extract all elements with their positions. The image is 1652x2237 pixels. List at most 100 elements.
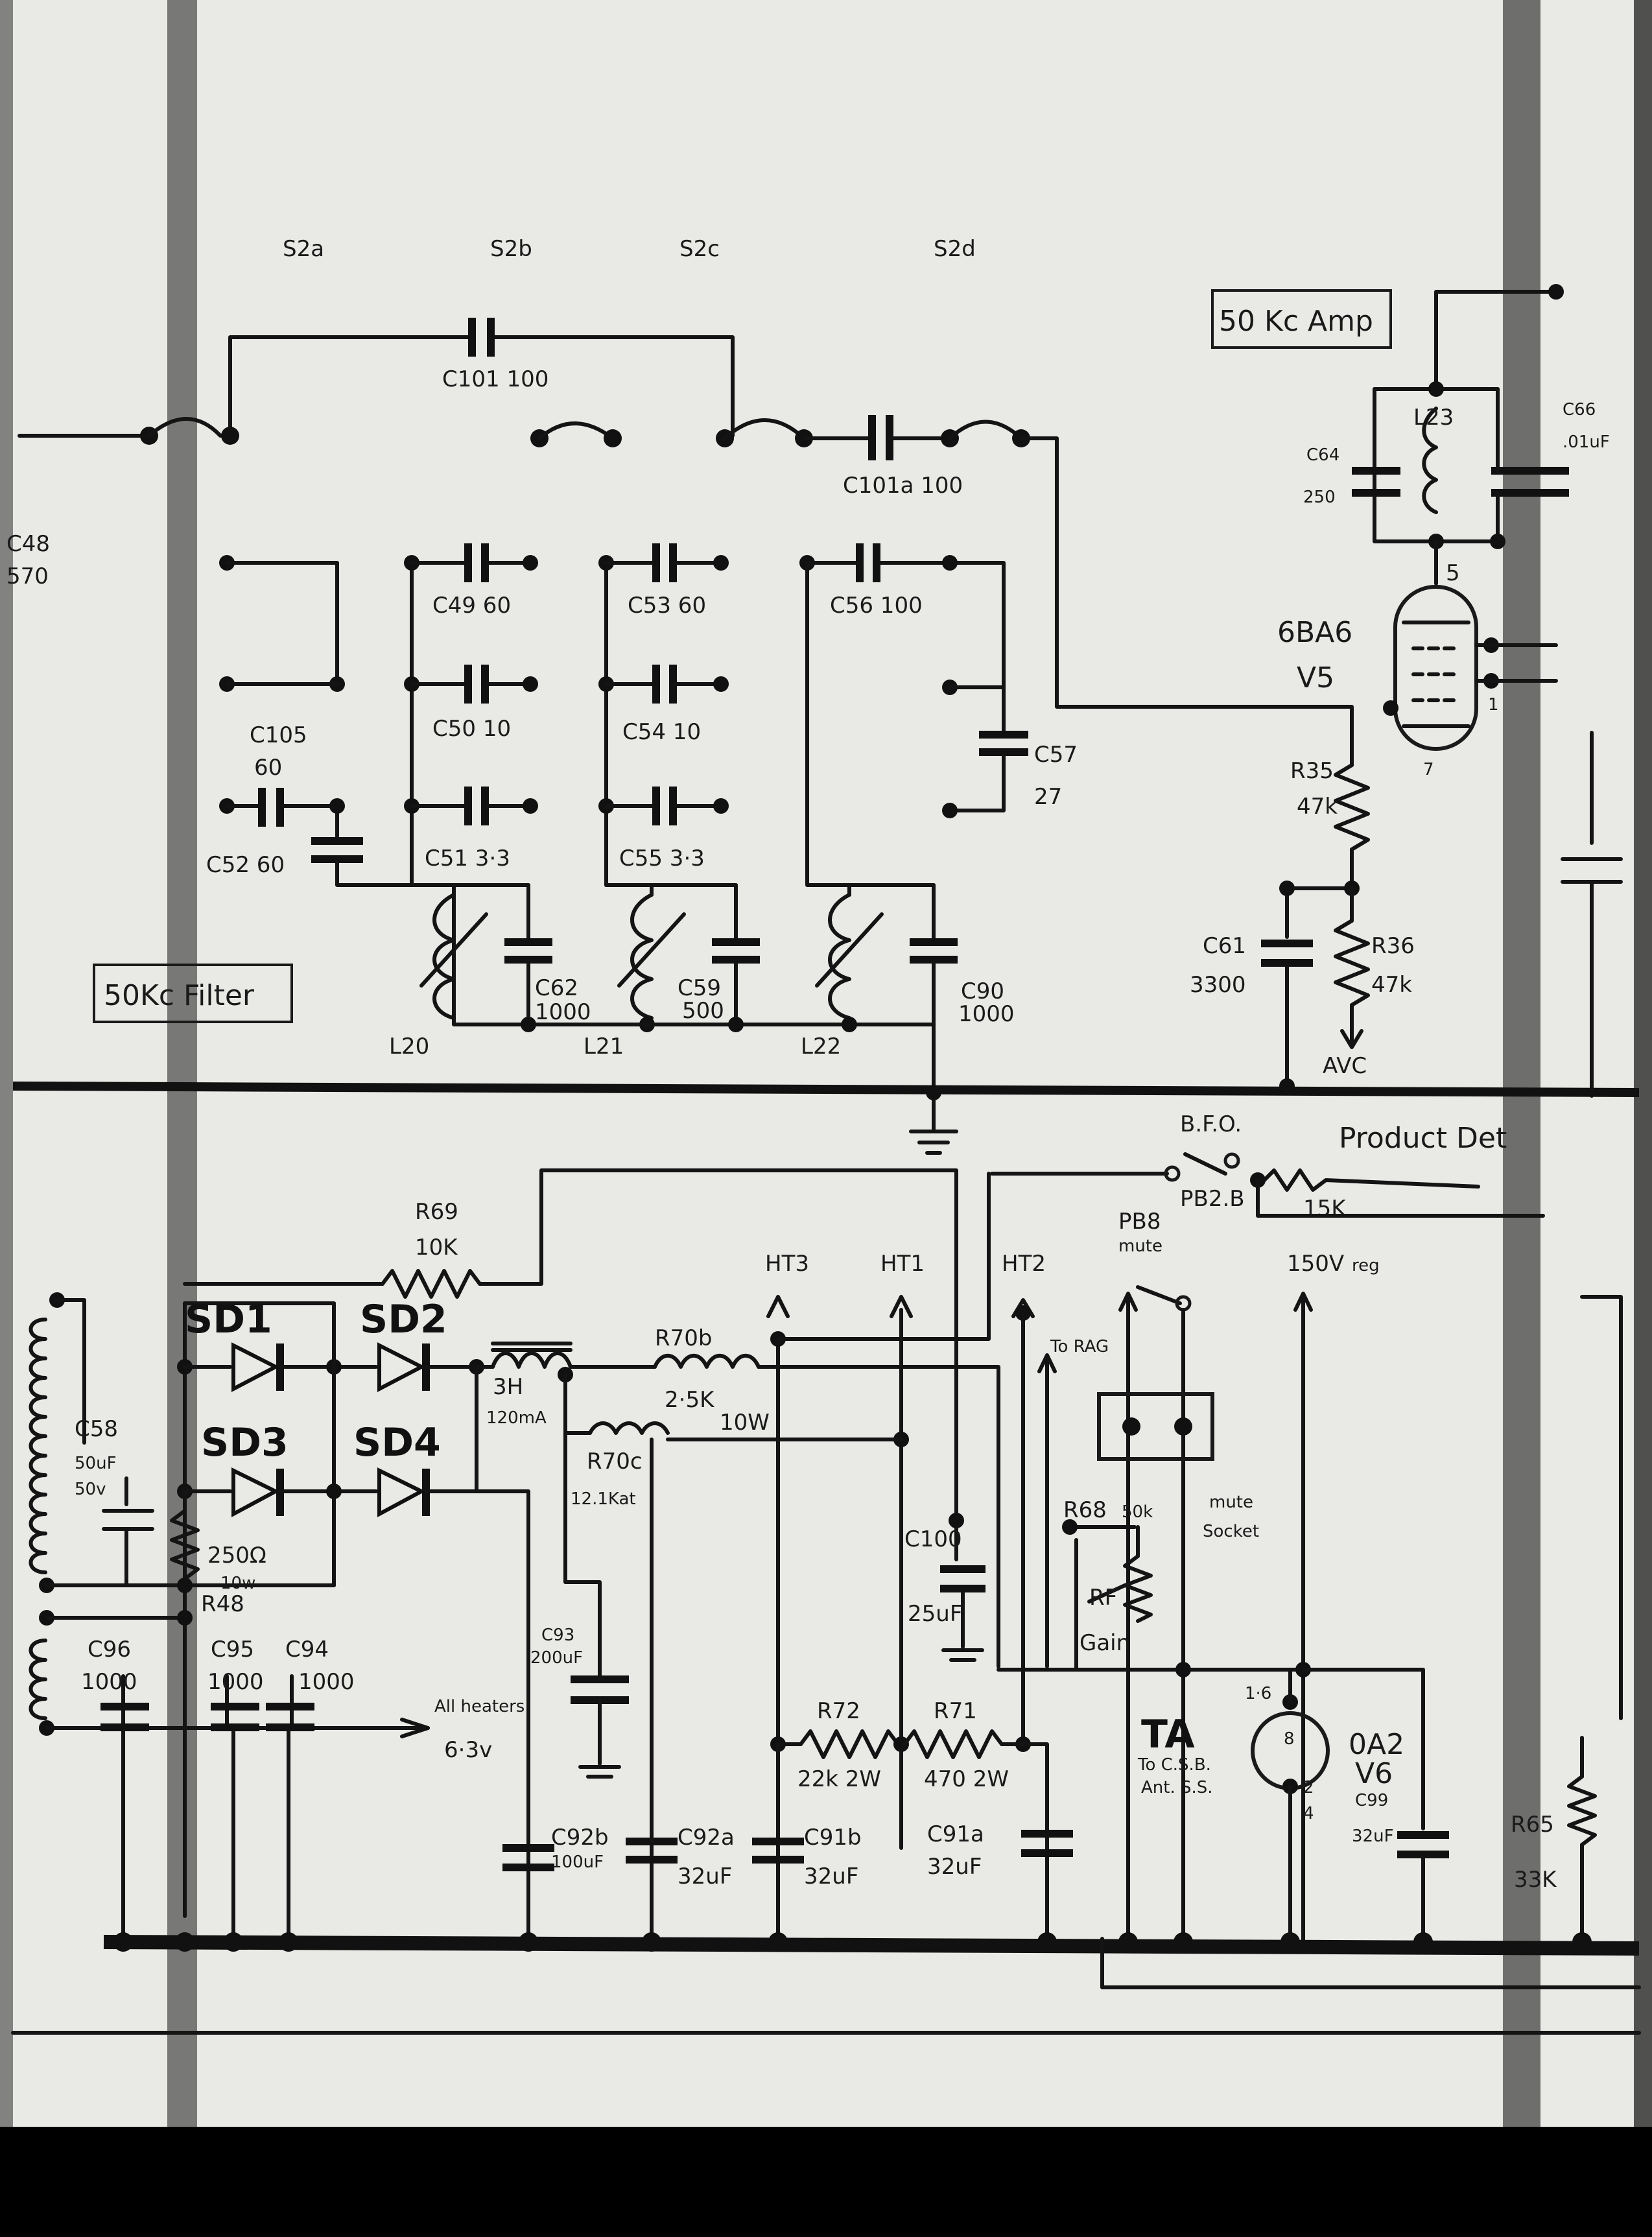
label-r72-value: 22k 2W [797, 1766, 881, 1792]
label-c95-value: 1000 [207, 1669, 264, 1695]
label-c53: C53 60 [628, 593, 706, 619]
grid-network-r35-r36-c61 [1261, 706, 1370, 1094]
scan-black-band [0, 2127, 1652, 2237]
label-c62-value: 1000 [535, 999, 591, 1025]
label-r69-value: 10K [415, 1235, 458, 1261]
resistor-r65 [1567, 1295, 1623, 1944]
schematic-sheet: S2a S2b S2c S2d C101 100 C101a 100 C48 5… [0, 0, 1652, 2127]
label-c90-value: 1000 [958, 1001, 1015, 1027]
label-c51: C51 3·3 [425, 846, 510, 871]
capacitor-c101 [228, 318, 735, 438]
label-rf-gain-2: Gain [1080, 1630, 1130, 1656]
label-c93: C93 [541, 1626, 574, 1645]
label-l21: L21 [584, 1034, 624, 1059]
label-v5-type: 6BA6 [1277, 616, 1352, 649]
wire-right-decoupling [1561, 731, 1623, 1098]
label-ta: TA [1141, 1712, 1195, 1757]
filter-bank-s2d [799, 543, 1028, 1155]
label-r35: R35 [1290, 758, 1334, 784]
bridge-rectifier [177, 1301, 530, 1918]
label-product-det: Product Det [1339, 1122, 1507, 1155]
amp-box [1211, 289, 1392, 349]
label-c62: C62 [535, 975, 578, 1001]
label-pb8: PB8 [1118, 1209, 1161, 1235]
label-v150: 150V [1287, 1251, 1344, 1277]
label-mute-socket-2: Socket [1203, 1522, 1259, 1541]
label-ta-sub-1: To C.S.B. [1137, 1755, 1211, 1775]
label-c92a-value: 32uF [678, 1864, 732, 1889]
ground-rail-top [12, 1082, 1640, 1097]
label-c59: C59 [678, 975, 721, 1001]
bleeder-chain-r72-r71 [770, 1729, 1049, 1837]
label-v6: V6 [1355, 1757, 1393, 1790]
switch-label-s2b: S2b [490, 236, 532, 262]
label-c90: C90 [961, 978, 1004, 1004]
label-c55: C55 3·3 [619, 846, 705, 871]
label-pin-b16: 1·6 [1245, 1684, 1271, 1703]
mute-switch-pb8 [1037, 1285, 1313, 1944]
label-c91a-value: 32uF [927, 1854, 982, 1880]
label-c91b-value: 32uF [804, 1864, 858, 1889]
rf-gain-pot-r68 [1062, 1519, 1153, 1672]
label-sd4: SD4 [353, 1420, 441, 1465]
label-r68-value: 50k [1122, 1502, 1153, 1522]
label-c99: C99 [1355, 1791, 1388, 1810]
label-r35-value: 47k [1297, 794, 1338, 820]
label-pin-b4: 4 [1303, 1804, 1314, 1823]
label-l23: L23 [1413, 405, 1454, 431]
label-v6-type: 0A2 [1349, 1728, 1404, 1761]
label-c91a: C91a [927, 1821, 984, 1847]
label-r69: R69 [415, 1199, 458, 1225]
label-v5: V5 [1297, 661, 1334, 694]
label-c92a: C92a [678, 1825, 735, 1851]
label-pin5: 5 [1446, 560, 1460, 586]
label-r70c: R70c [587, 1449, 643, 1474]
label-sd2: SD2 [360, 1297, 447, 1342]
switch-label-s2d: S2d [934, 236, 976, 262]
label-ta-sub-2: Ant. S.S. [1141, 1778, 1213, 1797]
label-c105: C105 [250, 722, 307, 748]
label-ht3: HT3 [765, 1251, 809, 1277]
label-r65-value: 33K [1514, 1867, 1557, 1893]
filter-bank-s2a [219, 555, 530, 887]
label-c48-value: 570 [6, 563, 49, 589]
label-c56: C56 100 [830, 593, 923, 619]
label-r70b-value2: 10W [720, 1410, 770, 1436]
label-pin-b2: 2 [1303, 1778, 1314, 1797]
label-c101: C101 100 [442, 366, 549, 392]
switch-label-s2a: S2a [283, 236, 324, 262]
schematic-diagram: S2a S2b S2c S2d C101 100 C101a 100 C48 5… [0, 0, 1652, 2127]
label-r71-value: 470 2W [924, 1766, 1009, 1792]
filter-box-label: 50Kc Filter [104, 979, 255, 1012]
c58-r48-network [102, 1476, 200, 1626]
junction-1825 [1175, 1662, 1191, 1677]
switch-s2-contacts [18, 415, 1354, 709]
label-r68: R68 [1063, 1497, 1107, 1523]
label-r36: R36 [1371, 933, 1415, 959]
label-c49: C49 60 [432, 593, 511, 619]
scan-stripe-left [167, 0, 197, 2127]
label-r70b-value1: 2·5K [665, 1387, 715, 1413]
label-l22: L22 [801, 1034, 841, 1059]
label-sd3: SD3 [201, 1420, 289, 1465]
label-c66-value: .01uF [1563, 432, 1610, 452]
label-c61-value: 3300 [1190, 972, 1246, 998]
label-c57-value: 27 [1034, 784, 1062, 810]
amp-tank-l23 [1352, 284, 1569, 586]
valve-v5 [1383, 585, 1558, 751]
label-r71: R71 [934, 1698, 977, 1724]
label-c52: C52 60 [206, 852, 285, 878]
label-r65: R65 [1511, 1812, 1554, 1838]
capacitor-c100 [940, 1337, 985, 1662]
choke-and-dropping-resistors [475, 1342, 1000, 1850]
label-pb2b: PB2.B [1180, 1186, 1245, 1212]
scan-stripe-edge-left [0, 0, 13, 2127]
label-l20: L20 [389, 1034, 429, 1059]
label-c93-value: 200uF [530, 1648, 583, 1668]
wire-return-bottom [1100, 1937, 1641, 1989]
label-choke-value: 120mA [486, 1408, 547, 1428]
label-c61: C61 [1203, 933, 1246, 959]
label-c58-value2: 50v [75, 1480, 106, 1499]
label-c91b: C91b [804, 1825, 862, 1851]
label-c64-value: 250 [1303, 488, 1336, 507]
